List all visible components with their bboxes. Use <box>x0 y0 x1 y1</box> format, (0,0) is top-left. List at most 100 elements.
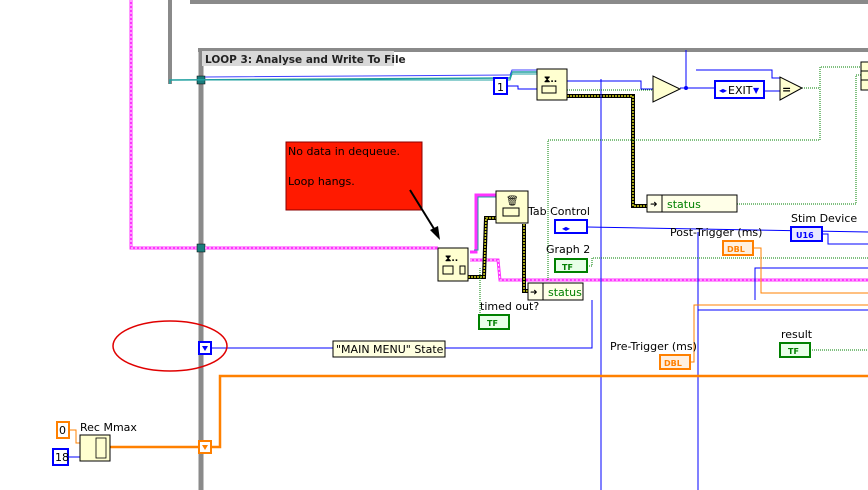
trash-icon: 🗑 <box>506 195 519 207</box>
node-part <box>495 190 529 224</box>
wire <box>567 94 647 208</box>
wire <box>468 217 496 278</box>
select-node[interactable] <box>652 75 682 103</box>
node-part <box>478 314 510 330</box>
node-label: ◂▸ <box>562 224 570 233</box>
wire <box>802 66 862 89</box>
node-part <box>459 265 466 275</box>
wire <box>508 85 537 90</box>
red-circle-annotation <box>112 320 228 372</box>
node-part <box>541 85 557 94</box>
node-part <box>285 141 423 211</box>
node-label: ⧗.. <box>544 75 557 85</box>
wire <box>680 50 687 89</box>
node-part <box>790 226 823 242</box>
shift-register-rec-mmax[interactable] <box>198 440 212 454</box>
node-label: ➜ <box>650 200 658 210</box>
initialize-array-node[interactable] <box>79 434 111 462</box>
node-label: 1 <box>497 81 504 94</box>
node-part <box>714 80 765 99</box>
main-menu-state-constant[interactable]: "MAIN MENU" State <box>332 340 446 358</box>
node-part <box>779 342 811 358</box>
node-part <box>437 247 469 282</box>
dropdown-arrow-icon: ▼ <box>753 86 760 95</box>
tunnel[interactable] <box>196 243 206 253</box>
node-part <box>502 207 520 217</box>
wire <box>567 95 647 207</box>
timed-out-indicator[interactable]: TF <box>478 314 510 330</box>
stim-device-label: Stim Device <box>791 212 857 225</box>
stim-device-terminal[interactable]: U16 <box>790 226 823 242</box>
wire <box>204 69 540 78</box>
release-queue-node[interactable]: 🗑 <box>495 190 529 224</box>
exit-enum-constant[interactable]: ◂▸ EXIT ▼ <box>714 80 765 99</box>
pre-trigger-terminal[interactable]: DBL <box>659 354 691 370</box>
node-part <box>659 354 691 370</box>
wire <box>169 71 540 84</box>
node-label: TF <box>788 347 799 356</box>
wire <box>753 247 868 294</box>
preview-queue-node[interactable]: ⧗.. <box>536 68 568 101</box>
node-part <box>860 61 868 91</box>
shift-register-state[interactable] <box>198 341 212 355</box>
node-label: Loop hangs. <box>288 175 355 188</box>
graph2-terminal[interactable]: TF <box>554 258 588 273</box>
node-label: TF <box>562 263 573 272</box>
node-part <box>527 282 584 301</box>
node-label: ⧗.. <box>445 254 458 264</box>
equal-node[interactable]: = <box>779 76 804 101</box>
pre-trigger-label: Pre-Trigger (ms) <box>610 340 697 353</box>
constant-eighteen[interactable]: 18 <box>52 448 69 466</box>
node-label: ➜ <box>530 288 538 298</box>
wire <box>470 259 868 281</box>
post-trigger-terminal[interactable]: DBL <box>722 240 754 256</box>
node-label: ◂▸ <box>719 86 727 95</box>
result-terminal[interactable]: TF <box>779 342 811 358</box>
wire <box>587 257 868 267</box>
node-part <box>409 189 437 233</box>
wire <box>523 224 528 292</box>
status-indicator-1[interactable]: ➜ status <box>646 194 738 213</box>
node-part <box>554 258 588 273</box>
wire <box>468 216 496 279</box>
bundle-node[interactable] <box>860 61 868 91</box>
cluster-wire <box>129 0 200 250</box>
tab-control-terminal[interactable]: ◂▸ <box>554 219 588 234</box>
node-label: U16 <box>796 231 814 240</box>
node-part <box>779 76 804 101</box>
constant-one[interactable]: 1 <box>493 77 508 95</box>
node-part <box>722 240 754 256</box>
constant-zero[interactable]: 0 <box>56 421 70 439</box>
wire <box>822 233 868 245</box>
wire <box>754 267 868 300</box>
status-indicator-2[interactable]: ➜ status <box>527 282 584 301</box>
graph2-label: Graph 2 <box>546 243 590 256</box>
node-label: status <box>667 198 701 211</box>
node-part <box>52 448 69 466</box>
wire <box>737 74 862 205</box>
loop3-label-bg <box>202 51 394 66</box>
node-label: = <box>782 83 791 96</box>
wire <box>690 304 868 363</box>
wire <box>205 73 540 81</box>
rec-mmax-label: Rec Mmax <box>80 421 137 434</box>
node-label: DBL <box>727 245 745 254</box>
wire <box>470 193 496 254</box>
loop3-title: LOOP 3: Analyse and Write To File <box>205 54 406 66</box>
node-label: No data in dequeue. <box>288 145 400 158</box>
node-label: TF <box>487 319 498 328</box>
post-trigger-label: Post-Trigger (ms) <box>670 226 762 239</box>
wire <box>211 374 868 449</box>
node-part <box>202 445 208 450</box>
node-part <box>536 68 568 101</box>
node-label: DBL <box>664 359 682 368</box>
node-part <box>430 226 440 240</box>
node-label: status <box>548 286 582 299</box>
wire <box>547 80 821 280</box>
wire <box>445 300 593 349</box>
node-part <box>332 340 446 358</box>
dequeue-node[interactable]: ⧗.. <box>437 247 469 282</box>
tab-control-label: Tab Control <box>527 205 590 218</box>
node-part <box>646 194 738 213</box>
